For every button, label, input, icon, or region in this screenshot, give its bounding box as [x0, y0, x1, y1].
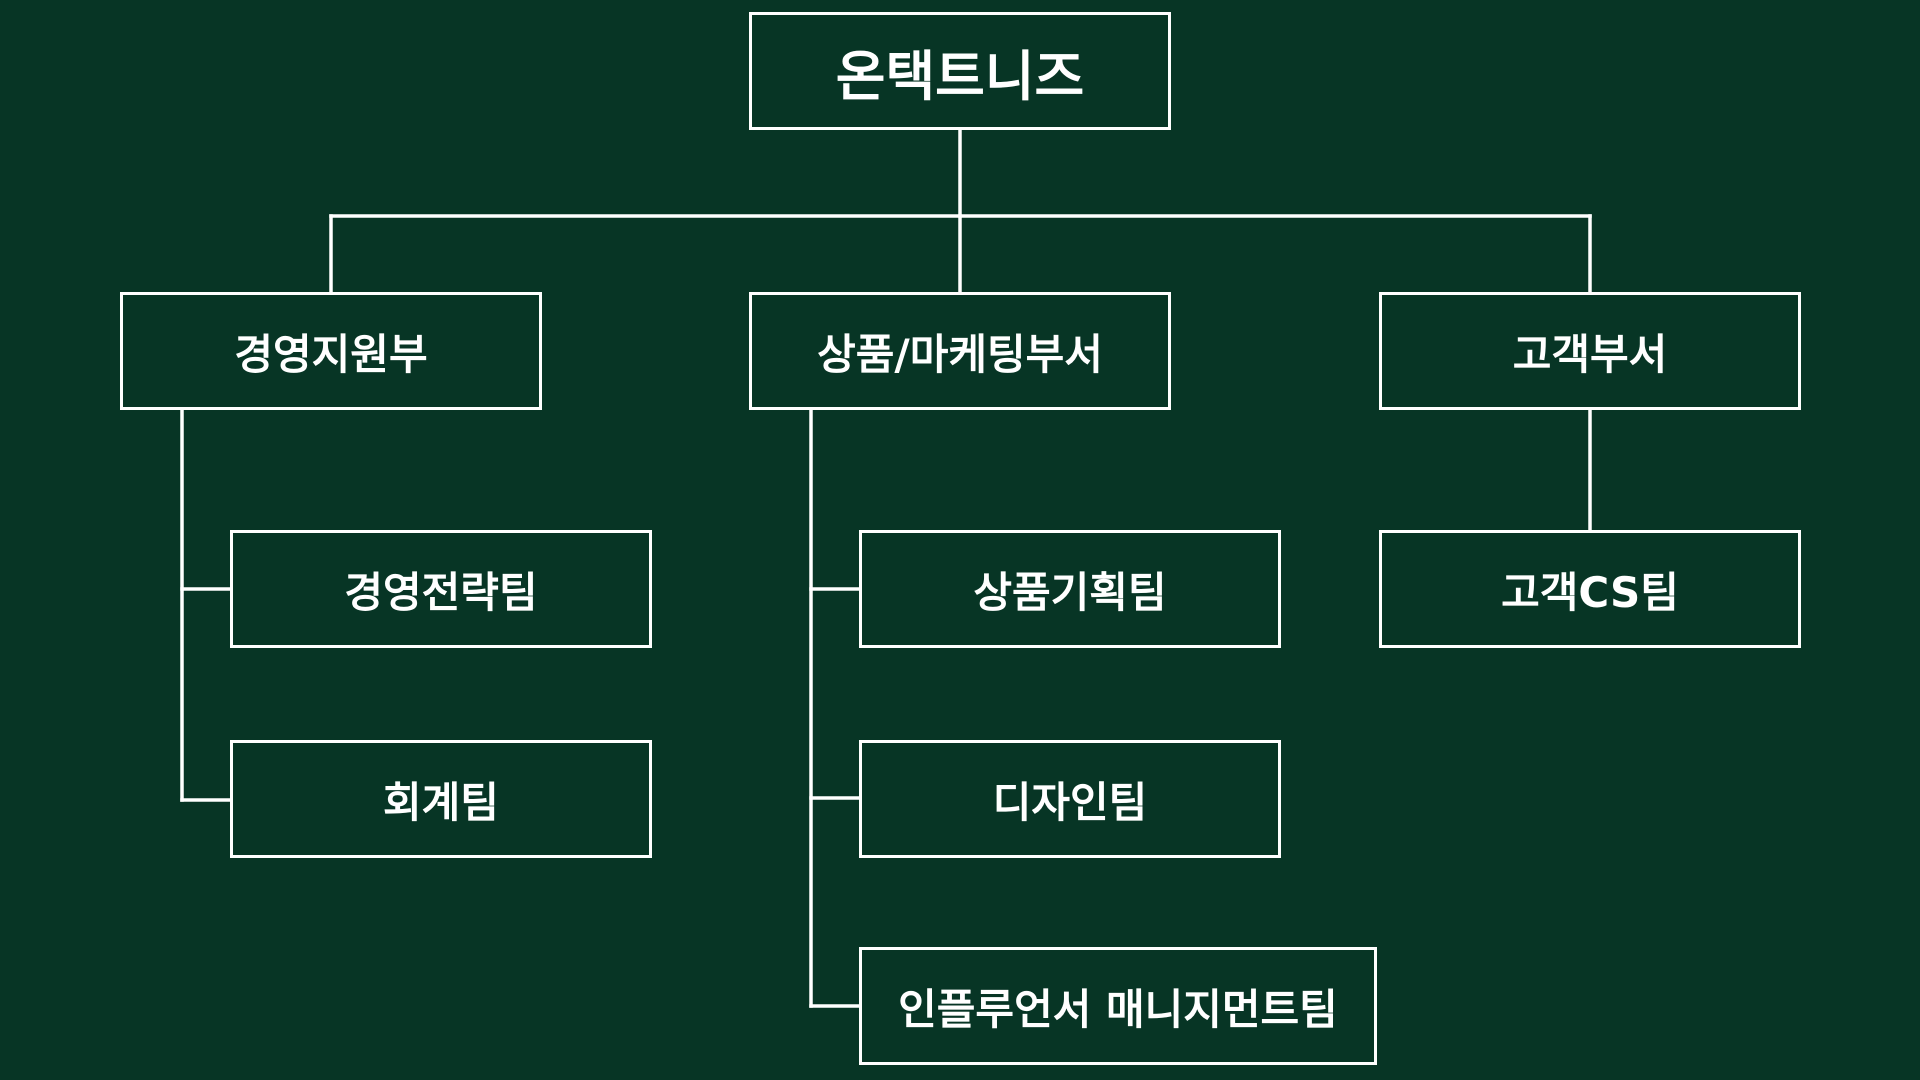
team-label: 회계팀: [383, 777, 499, 827]
division-label: 상품/마케팅부서: [817, 329, 1103, 379]
division-node-product-marketing: 상품/마케팅부서: [749, 292, 1171, 410]
team-node-customer-cs: 고객CS팀: [1379, 530, 1801, 648]
team-node-product-planning: 상품기획팀: [859, 530, 1281, 648]
division-node-management-support: 경영지원부: [120, 292, 542, 410]
team-node-management-strategy: 경영전략팀: [230, 530, 652, 648]
team-label: 상품기획팀: [973, 567, 1167, 617]
org-root-label: 온택트니즈: [835, 44, 1085, 108]
team-label: 경영전략팀: [344, 567, 538, 617]
team-label: 디자인팀: [992, 777, 1148, 827]
team-label: 인플루언서 매니지먼트팀: [898, 984, 1338, 1034]
team-label: 고객CS팀: [1501, 567, 1679, 617]
org-root-node: 온택트니즈: [749, 12, 1171, 130]
team-node-design: 디자인팀: [859, 740, 1281, 858]
division-node-customer: 고객부서: [1379, 292, 1801, 410]
division-label: 고객부서: [1512, 329, 1668, 379]
team-node-influencer-management: 인플루언서 매니지먼트팀: [859, 947, 1377, 1065]
division-label: 경영지원부: [234, 329, 428, 379]
team-node-accounting: 회계팀: [230, 740, 652, 858]
